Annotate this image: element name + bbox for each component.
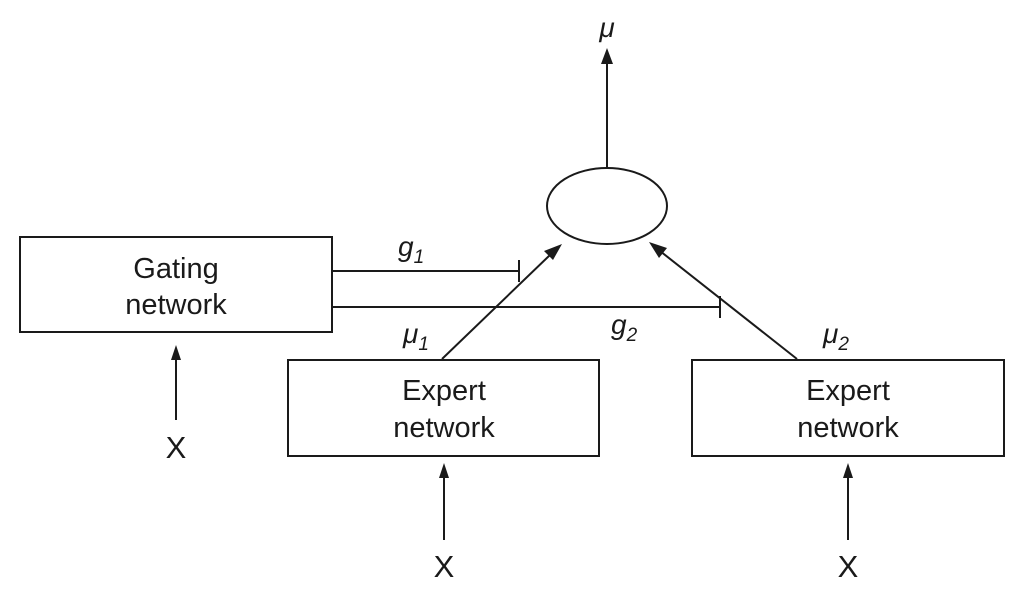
expert-2-input-x-label: X — [838, 549, 859, 584]
gating-network-box — [19, 236, 333, 333]
gate-g1-label: g1 — [398, 231, 424, 268]
expert-1-arrow-head — [544, 244, 562, 260]
gating-network-label-line1: Gating — [133, 253, 218, 285]
expert-2-input-arrow-head — [843, 463, 853, 478]
combiner-node — [546, 167, 668, 245]
gating-network-label-line2: network — [125, 289, 227, 321]
gate-g2-line — [332, 296, 721, 318]
gating-input-x-label: X — [166, 430, 187, 465]
expert-network-2-node: Expert network — [691, 359, 1005, 457]
output-arrow — [601, 48, 613, 168]
gate-g2-label: g2 — [611, 309, 638, 346]
expert-2-mu-label: μ2 — [822, 318, 849, 355]
expert-2-to-combiner-arrow — [649, 242, 798, 360]
expert-1-input-arrow — [439, 463, 449, 540]
expert-2-mu-symbol: μ — [822, 318, 838, 349]
gate-g1-line — [332, 260, 520, 282]
expert-network-2-label-line1: Expert — [806, 375, 890, 407]
expert-2-input-arrow — [843, 463, 853, 540]
gate-g1-subscript: 1 — [414, 247, 425, 268]
expert-network-1-label-line2: network — [393, 412, 495, 444]
expert-network-1-box — [287, 359, 600, 457]
expert-1-mu-label: μ1 — [402, 318, 429, 355]
output-arrow-head — [601, 48, 613, 64]
gating-input-arrow-head — [171, 345, 181, 360]
gating-network-node: Gating network — [19, 236, 333, 333]
expert-1-arrow-shaft — [441, 253, 552, 360]
expert-1-to-combiner-arrow — [441, 244, 562, 360]
gate-g1-symbol: g — [398, 231, 414, 262]
expert-2-arrow-head — [649, 242, 667, 258]
expert-1-input-x-label: X — [434, 549, 455, 584]
expert-network-2-label-line2: network — [797, 412, 899, 444]
expert-network-1-label-line1: Expert — [402, 375, 486, 407]
expert-network-1-node: Expert network — [287, 359, 600, 457]
output-mu-label: μ — [598, 12, 614, 43]
expert-1-mu-symbol: μ — [402, 318, 418, 349]
expert-2-mu-subscript: 2 — [837, 334, 849, 355]
gating-input-arrow — [171, 345, 181, 420]
expert-1-input-arrow-head — [439, 463, 449, 478]
gate-g2-symbol: g — [611, 309, 627, 340]
expert-2-arrow-shaft — [659, 250, 798, 360]
expert-network-2-box — [691, 359, 1005, 457]
expert-1-mu-subscript: 1 — [418, 334, 429, 355]
gate-g2-subscript: 2 — [626, 325, 638, 346]
